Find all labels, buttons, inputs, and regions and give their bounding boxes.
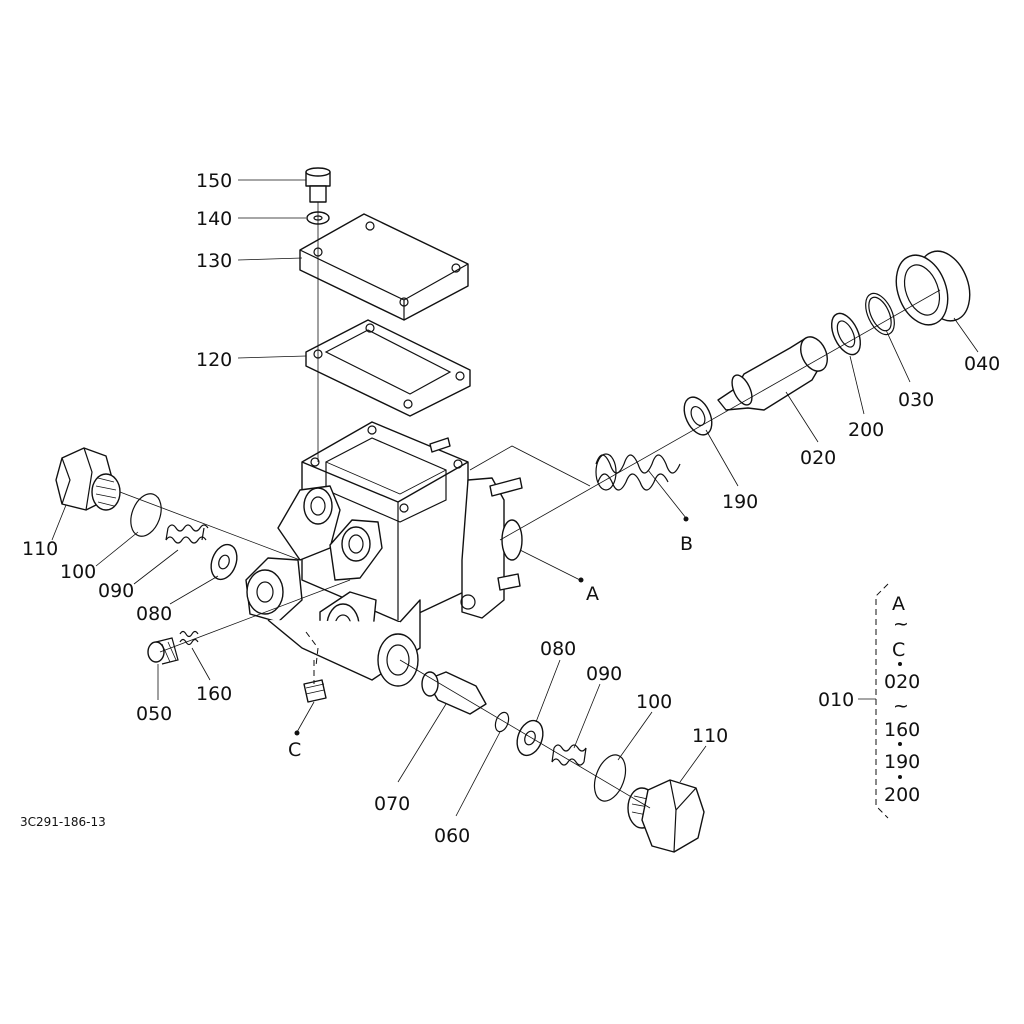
- cover-plate-130: [299, 213, 469, 321]
- pump-housing: [245, 421, 523, 687]
- callout-110-left: 110: [22, 538, 58, 560]
- callout-140: 140: [196, 208, 232, 230]
- snap-ring-030: [865, 292, 895, 336]
- callout-130: 130: [196, 250, 232, 272]
- legend-assembly-no: 010: [818, 689, 854, 711]
- seat-190: [683, 396, 713, 436]
- spring-090-right: [551, 744, 587, 766]
- callout-050: 050: [136, 703, 172, 725]
- kit-legend: 010 A ~ C 020 ~ 160 190 200: [818, 583, 920, 819]
- valve-050: [147, 637, 179, 665]
- callout-090-left: 090: [98, 580, 134, 602]
- legend-line-2: ~: [893, 613, 909, 635]
- legend-line-8: 200: [884, 784, 920, 806]
- callout-040: 040: [964, 353, 1000, 375]
- legend-line-6: 160: [884, 719, 920, 741]
- callout-100-left: 100: [60, 561, 96, 583]
- plug-C: [303, 679, 327, 703]
- spring-090-left: [165, 524, 209, 544]
- leader-B: [647, 469, 687, 519]
- legend-line-7: 190: [884, 751, 920, 773]
- plug-110-left: [55, 447, 121, 511]
- axis-line-left: [119, 491, 301, 561]
- leader-A: [519, 549, 581, 581]
- delivery-valve-020: [717, 336, 828, 411]
- legend-dot-3: [898, 775, 902, 779]
- callout-020: 020: [800, 447, 836, 469]
- spring-B: [595, 453, 681, 491]
- washer-080-right: [516, 719, 544, 757]
- callout-080-left: 080: [136, 603, 172, 625]
- o-ring-060: [494, 711, 510, 733]
- ref-dot-B: [683, 516, 689, 522]
- cap-040: [895, 250, 971, 326]
- callout-080-right: 080: [540, 638, 576, 660]
- callout-060: 060: [434, 825, 470, 847]
- axis-line-upper: [499, 289, 941, 541]
- drawing-code: 3C291-186-13: [20, 815, 106, 829]
- axis-line-lower: [399, 659, 651, 809]
- seal-200: [830, 312, 862, 356]
- callout-070: 070: [374, 793, 410, 815]
- legend-line-3: C: [892, 639, 905, 661]
- callout-B: B: [680, 533, 693, 555]
- o-ring-100-left: [130, 493, 162, 537]
- axis-line-050: [159, 579, 351, 653]
- callout-030: 030: [898, 389, 934, 411]
- spring-160: [179, 630, 199, 646]
- callout-100-right: 100: [636, 691, 672, 713]
- callout-150: 150: [196, 170, 232, 192]
- ref-dot-C: [294, 730, 300, 736]
- callout-110-right: 110: [692, 725, 728, 747]
- callout-160: 160: [196, 683, 232, 705]
- plug-110-right: [627, 779, 705, 853]
- callout-090-right: 090: [586, 663, 622, 685]
- legend-dot-1: [898, 662, 902, 666]
- callout-A: A: [586, 583, 599, 605]
- legend-bracket: [875, 583, 889, 819]
- bolt-150: [305, 167, 331, 203]
- callout-C: C: [288, 739, 301, 761]
- leader-C: [296, 701, 315, 733]
- callout-120: 120: [196, 349, 232, 371]
- ref-dot-A: [578, 577, 584, 583]
- legend-line-4: 020: [884, 671, 920, 693]
- gasket-120: [305, 319, 471, 417]
- callout-200: 200: [848, 419, 884, 441]
- callout-190: 190: [722, 491, 758, 513]
- o-ring-100-right: [593, 754, 627, 802]
- bracket-line-B: [469, 445, 591, 487]
- leader-lines: [51, 179, 979, 817]
- washer-080-left: [210, 543, 238, 581]
- legend-line-5: ~: [893, 695, 909, 717]
- legend-dot-2: [898, 742, 902, 746]
- legend-line-1: A: [892, 593, 905, 615]
